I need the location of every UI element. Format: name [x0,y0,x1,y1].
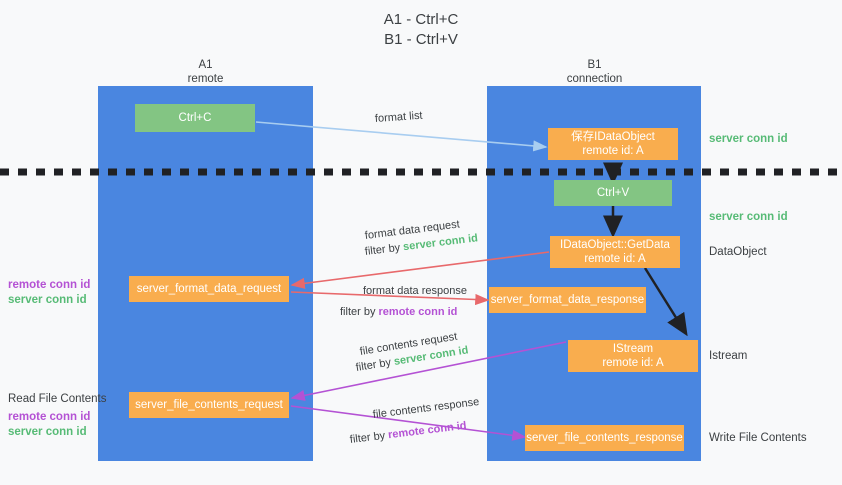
page-title: A1 - Ctrl+C B1 - Ctrl+V [0,10,842,50]
node-server-file-contents-response[interactable]: server_file_contents_response [525,425,684,451]
right-label-istream: Istream [709,350,748,362]
node-ctrl-v[interactable]: Ctrl+V [554,180,672,206]
right-label-dataobject: DataObject [709,246,767,258]
left-label-group-format: remote conn id server conn id [8,278,90,308]
filter-by-text-2: filter by [340,306,376,318]
node-ctrl-c-label: Ctrl+C [178,112,212,124]
title-line-2: B1 - Ctrl+V [384,31,458,48]
edge-label-format-data-response: format data response [363,284,467,299]
node-istream-line1: IStream [612,343,654,355]
node-server-file-contents-request-label: server_file_contents_request [135,399,283,411]
right-label-server-conn-id-top: server conn id [709,133,788,145]
edge-label-format-data-response-text: format data response [363,285,467,297]
node-server-format-data-response-label: server_format_data_response [490,294,645,306]
node-server-file-contents-request[interactable]: server_file_contents_request [129,392,289,418]
left-label-server-conn-id-bottom: server conn id [8,426,87,438]
node-ctrl-v-label: Ctrl+V [596,187,630,199]
title-line-1: A1 - Ctrl+C [383,11,459,28]
lane-a1-role: remote [187,73,224,85]
filter-by-text-1: filter by [364,241,401,258]
node-istream[interactable]: IStream remote id: A [568,340,698,372]
node-getdata-line1: IDataObject::GetData [560,239,670,251]
node-idataobject-getdata[interactable]: IDataObject::GetData remote id: A [550,236,680,268]
left-label-remote-conn-id-bottom: remote conn id [8,411,91,423]
remote-conn-id-text-2: remote conn id [387,419,468,442]
lane-b1-name: B1 [587,59,602,71]
lane-a1-name: A1 [198,59,213,71]
node-save-idataobject-line1: 保存IDataObject [571,131,655,143]
right-label-server-conn-id-mid: server conn id [709,211,788,223]
node-server-format-data-request[interactable]: server_format_data_request [129,276,289,302]
node-server-format-data-response[interactable]: server_format_data_response [489,287,646,313]
edge-label-format-list-text: format list [374,109,423,125]
lane-header-b1: B1 connection [487,58,702,86]
node-getdata-line2: remote id: A [584,253,646,265]
lane-b1-role: connection [566,73,623,85]
edge-label-file-contents-response-text: file contents response [372,396,480,421]
right-label-write-file-contents: Write File Contents [709,432,807,444]
filter-by-text-3: filter by [354,356,392,374]
node-ctrl-c[interactable]: Ctrl+C [135,104,255,132]
node-istream-line2: remote id: A [602,357,664,369]
lane-header-a1: A1 remote [98,58,313,86]
node-server-file-contents-response-label: server_file_contents_response [526,432,683,444]
edge-label-format-list: format list [374,109,423,127]
left-label-read-file-contents: Read File Contents [8,393,107,405]
node-server-format-data-request-label: server_format_data_request [136,283,282,295]
remote-conn-id-text-1: remote conn id [378,306,458,318]
edge-label-file-contents-response-filter: filter by remote conn id [349,419,467,448]
edge-label-format-data-response-filter: filter by remote conn id [340,305,457,320]
left-label-remote-conn-id-mid: remote conn id [8,279,91,291]
node-save-idataobject-line2: remote id: A [582,145,644,157]
filter-by-text-4: filter by [349,429,386,446]
node-save-idataobject[interactable]: 保存IDataObject remote id: A [548,128,678,160]
left-label-server-conn-id-mid: server conn id [8,294,87,306]
left-label-group-file: remote conn id server conn id [8,410,90,440]
